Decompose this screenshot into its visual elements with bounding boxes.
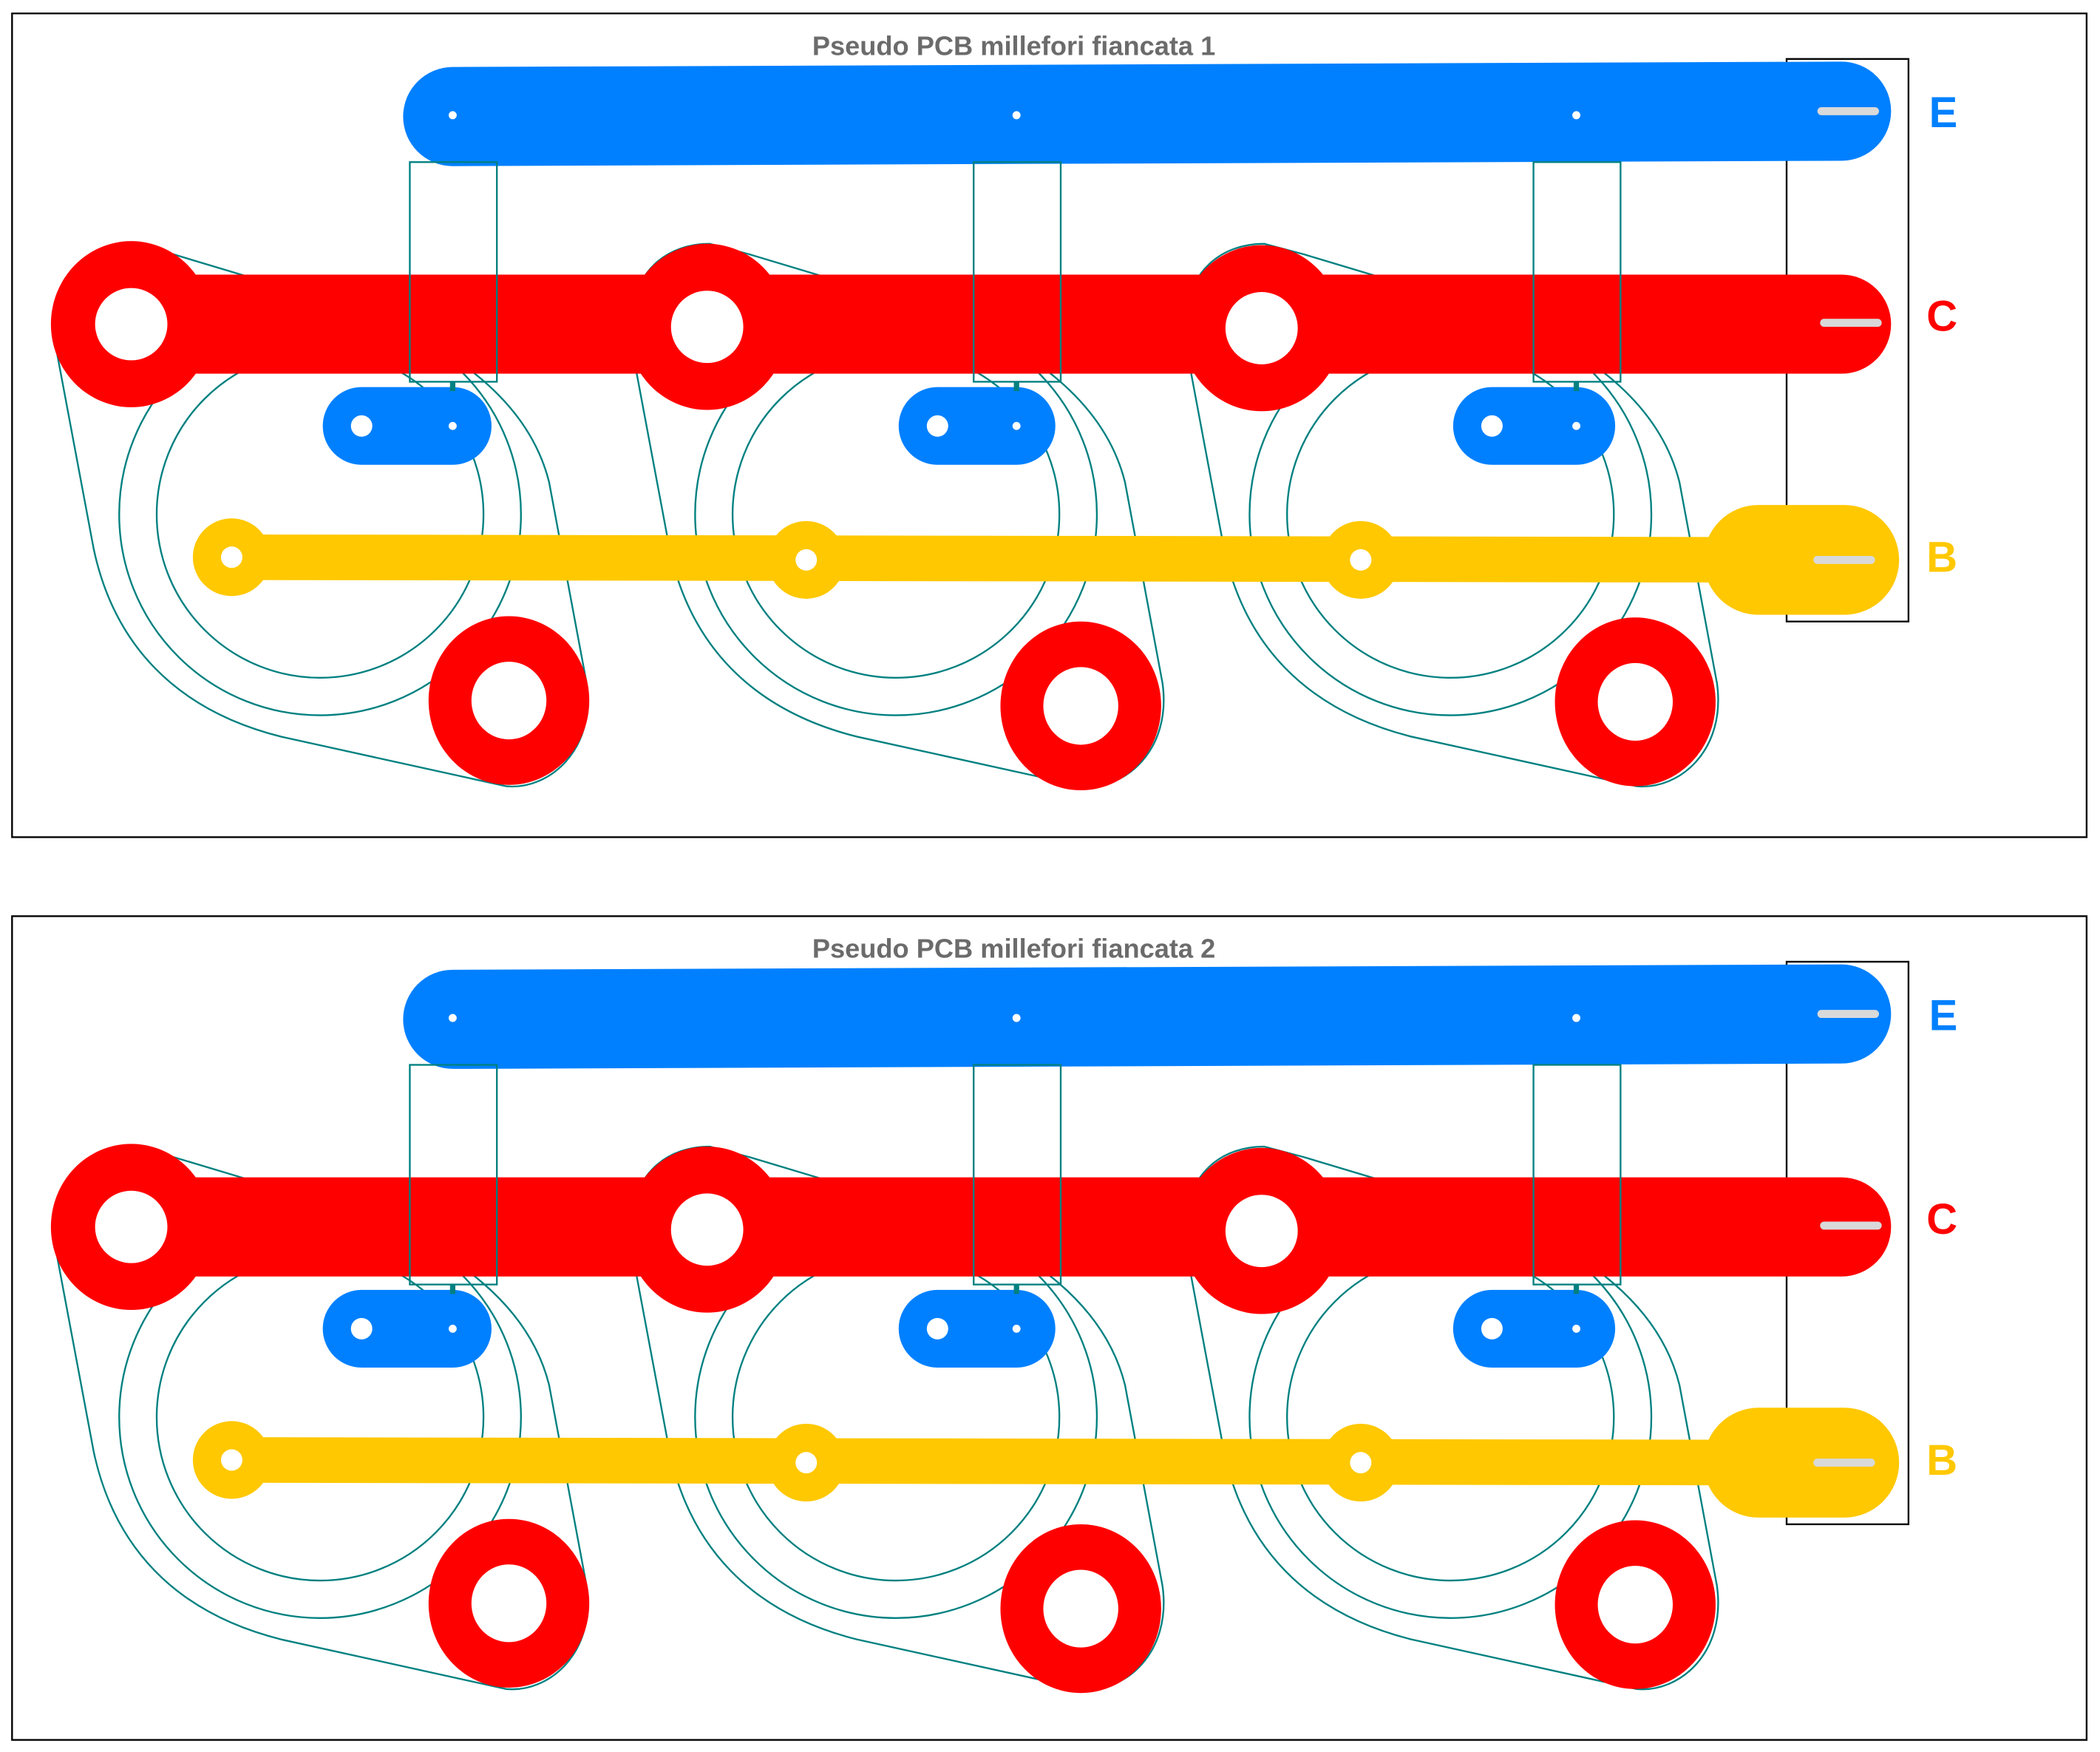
collector-hole-lower (1597, 662, 1673, 741)
transistor-outline (1183, 242, 1719, 788)
emitter-hole (1481, 1317, 1503, 1340)
label-c: C (1926, 1196, 1957, 1243)
emitter-via (1572, 421, 1580, 430)
collector-hole-lower (471, 1564, 547, 1643)
emitter-track (403, 964, 1892, 1069)
jumper-stub (449, 1284, 456, 1294)
jumper-stub (1573, 1284, 1580, 1294)
collector-hole-lower (471, 662, 547, 740)
emitter-hole (926, 1317, 948, 1340)
base-hole (795, 1452, 818, 1474)
label-e: E (1929, 992, 1958, 1039)
collector-hole (1225, 292, 1298, 364)
label-e: E (1929, 89, 1958, 137)
collector-hole-lower (1043, 1569, 1118, 1648)
collector-hole (95, 288, 168, 361)
panel-title: Pseudo PCB millefori fiancata 1 (812, 30, 1215, 61)
emitter-via (1012, 421, 1021, 430)
collector-hole (670, 1193, 744, 1266)
label-c: C (1926, 293, 1957, 341)
collector-hole (95, 1190, 168, 1263)
jumper-stub (1013, 381, 1019, 392)
base-hole (795, 549, 818, 571)
base-hole (1350, 549, 1372, 571)
emitter-track (403, 61, 1892, 166)
emitter-via (448, 1324, 457, 1333)
jumper-stub (1013, 1284, 1019, 1294)
base-track (231, 1437, 1809, 1486)
emitter-track-via (1012, 111, 1021, 120)
collector-hole (1225, 1195, 1298, 1268)
base-hole (220, 1449, 242, 1471)
emitter-via (1012, 1324, 1021, 1333)
collector-hole-lower (1597, 1566, 1673, 1644)
emitter-track-via (1012, 1013, 1021, 1022)
base-end-pad (1703, 505, 1900, 615)
panel-1: Pseudo PCB millefori fiancata 1 E C B (11, 12, 2088, 838)
emitter-hole (926, 415, 948, 437)
emitter-track-via (448, 111, 457, 120)
emitter-via (1572, 1324, 1580, 1333)
transistor-outline (1183, 1145, 1719, 1691)
jumper-stub (1573, 381, 1580, 392)
emitter-hole (350, 415, 373, 437)
base-end-pad (1703, 1408, 1900, 1518)
emitter-track-via (1572, 111, 1580, 120)
emitter-hole (350, 1317, 373, 1340)
base-track (231, 534, 1809, 583)
base-hole (1350, 1452, 1372, 1474)
panel-2: Pseudo PCB millefori fiancata 2 E C B (11, 915, 2088, 1741)
emitter-track-via (448, 1013, 457, 1022)
label-b: B (1926, 1437, 1957, 1484)
emitter-via (448, 421, 457, 430)
base-hole (220, 546, 242, 568)
label-b: B (1926, 534, 1957, 582)
jumper-stub (449, 381, 456, 392)
collector-hole (670, 291, 744, 364)
emitter-hole (1481, 415, 1503, 437)
emitter-track-via (1572, 1013, 1580, 1022)
collector-hole-lower (1043, 667, 1118, 745)
panel-title: Pseudo PCB millefori fiancata 2 (812, 934, 1215, 964)
